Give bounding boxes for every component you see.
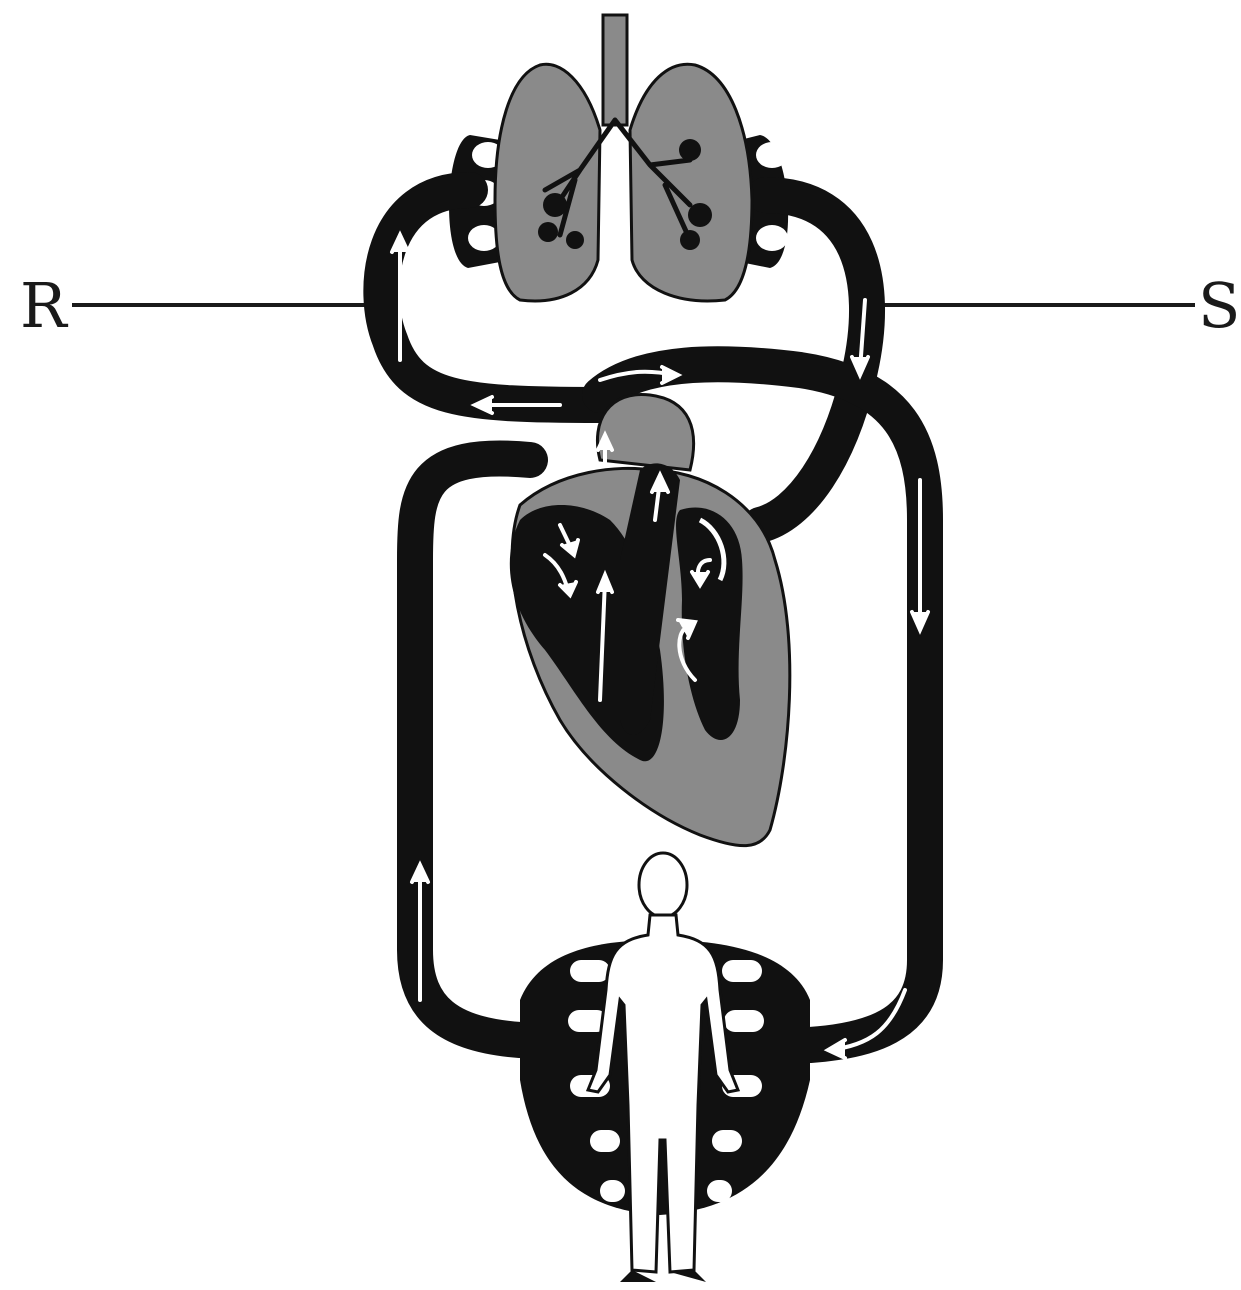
label-s: S xyxy=(1198,269,1240,342)
heart-icon xyxy=(510,394,790,845)
label-r: R xyxy=(20,269,69,342)
lungs-icon xyxy=(495,15,752,301)
human-body-icon xyxy=(588,853,738,1282)
